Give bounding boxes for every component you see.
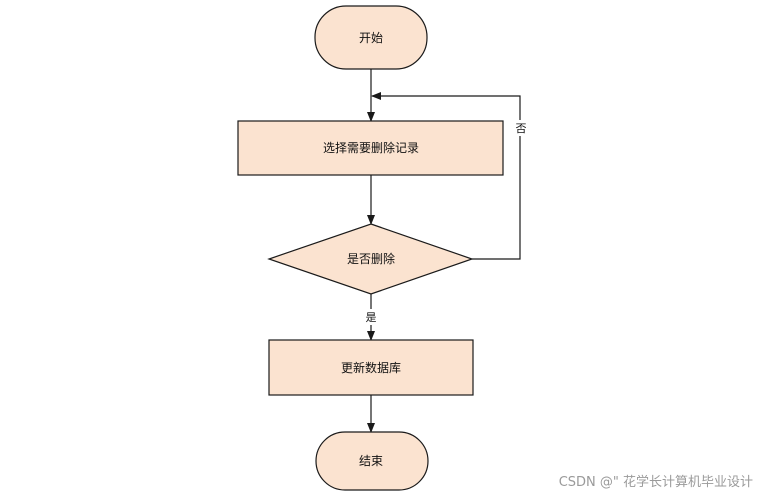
edge-decide-to-select-loop (371, 92, 521, 260)
node-decide: 是否删除 (267, 223, 474, 295)
node-start: 开始 (314, 5, 428, 70)
watermark-text: CSDN @" 花学长计算机毕业设计 (559, 474, 753, 490)
node-start-label: 开始 (359, 31, 383, 45)
node-end-label: 结束 (359, 454, 383, 468)
edge-label-bg-no (514, 120, 527, 136)
edge-label-bg-yes (364, 309, 378, 325)
node-end: 结束 (315, 431, 429, 491)
node-select-label: 选择需要删除记录 (323, 140, 419, 155)
edge-label-yes: 是 (366, 311, 377, 324)
node-update-label: 更新数据库 (341, 360, 401, 375)
process-shape (268, 339, 474, 396)
process-shape (237, 120, 504, 176)
node-decide-label: 是否删除 (347, 251, 395, 266)
terminator-shape (315, 431, 429, 491)
edge-label-no: 否 (516, 122, 527, 135)
decision-shape (267, 223, 474, 295)
terminator-shape (314, 5, 428, 70)
node-select: 选择需要删除记录 (237, 120, 504, 176)
node-update: 更新数据库 (268, 339, 474, 396)
